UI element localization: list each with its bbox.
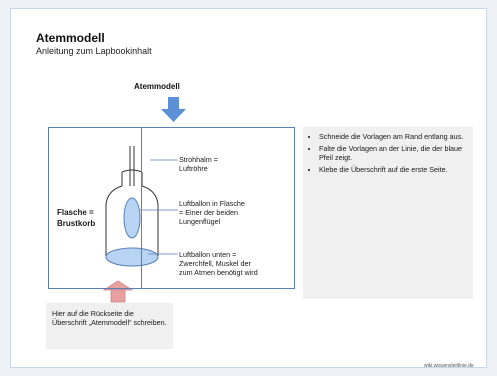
lung-balloon (123, 197, 141, 239)
instructions-list: Schneide die Vorlagen am Rand entlang au… (309, 132, 467, 174)
diaphragm-annotation-line2: Zwerchfell, Muskel der (179, 259, 251, 268)
page-subtitle: Anleitung zum Lapbookinhalt (36, 46, 152, 56)
straw-annotation-line1: Strohhalm = (179, 155, 218, 164)
lung-annotation-line2: = Einer der beiden (179, 208, 238, 217)
fold-arrow-down-icon (161, 97, 186, 122)
bottle-label-line2: Brustkorb (57, 219, 96, 228)
lung-annotation-line3: Lungenflügel (179, 217, 221, 226)
arrow-up-icon (102, 280, 134, 303)
bottle-illustration (105, 146, 159, 256)
diagram-frame (48, 127, 295, 289)
back-side-note: Hier auf die Rückseite die Überschrift „… (46, 303, 173, 349)
instruction-item: Schneide die Vorlagen am Rand entlang au… (319, 132, 467, 141)
page-title: Atemmodell (36, 31, 105, 45)
footer-source: wiki.wissensleitlinie.de (424, 363, 474, 369)
diaphragm-annotation-line1: Luftballon unten = (179, 250, 237, 259)
lung-annotation-line1: Luftballon in Flasche (179, 199, 245, 208)
fold-line (141, 128, 142, 288)
straw-annotation-line2: Luftröhre (179, 164, 208, 173)
diaphragm-annotation-line3: zum Atmen benötigt wird (179, 268, 258, 277)
diaphragm-balloon (105, 247, 159, 267)
instruction-item: Klebe die Überschrift auf die erste Seit… (319, 165, 467, 174)
diagram-label: Atemmodell (134, 82, 180, 91)
instruction-item: Falte die Vorlagen an der Linie, die der… (319, 144, 467, 162)
instructions-box: Schneide die Vorlagen am Rand entlang au… (303, 127, 473, 299)
bottle-label-line1: Flasche = (57, 208, 94, 217)
